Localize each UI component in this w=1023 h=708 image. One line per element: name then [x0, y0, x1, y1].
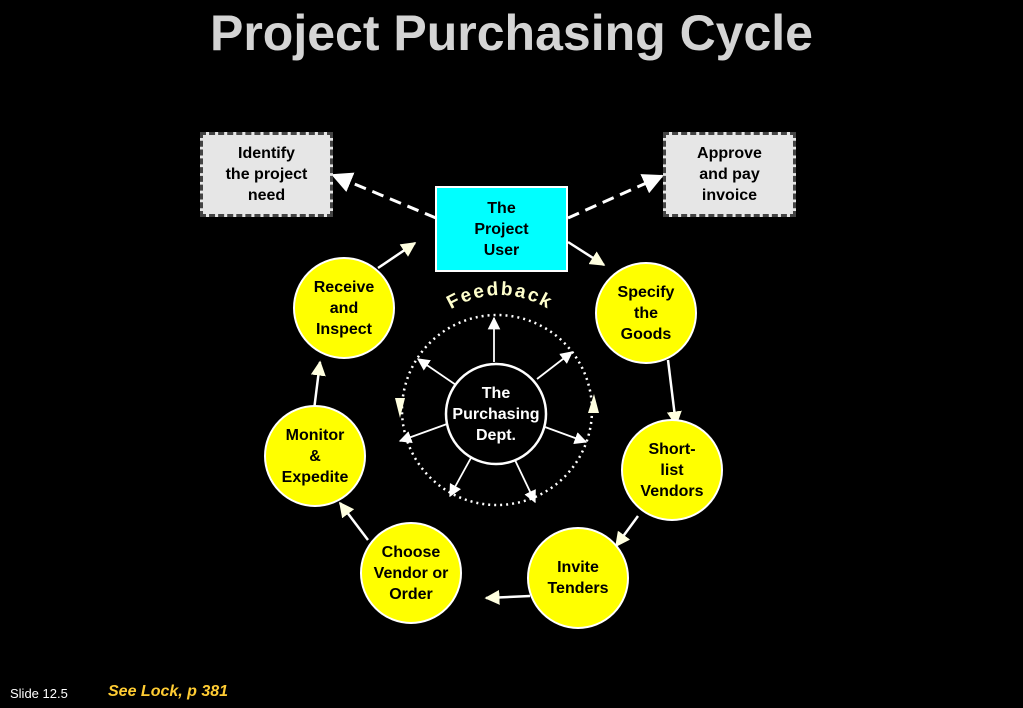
- monitor-label: Monitor & Expedite: [281, 426, 349, 486]
- arrow-choose-monitor: [339, 501, 369, 541]
- spoke-up-left: [416, 358, 457, 386]
- node-monitor: [264, 405, 366, 507]
- arrow-invite-choose: [484, 589, 531, 605]
- node-choose: [360, 522, 462, 624]
- slide-number: Slide 12.5: [10, 686, 68, 701]
- purchasing-node: [444, 362, 548, 466]
- feedback-label: Feedback: [443, 279, 556, 314]
- shortlist-label: Short- list Vendors: [640, 440, 704, 500]
- project-user-box: [435, 186, 568, 272]
- receive-label: Receive and Inspect: [313, 278, 375, 338]
- choose-label: Choose Vendor or Order: [373, 543, 449, 603]
- spoke-down-right: [513, 457, 536, 504]
- connector-user-approve: [567, 174, 664, 220]
- node-specify: [595, 262, 697, 364]
- ring-arrow-left: [395, 398, 405, 418]
- spoke-left: [398, 423, 448, 444]
- connector-user-identify: [331, 172, 437, 220]
- reference-note: See Lock, p 381: [108, 683, 229, 700]
- identify-need-label: Identify the project need: [225, 145, 308, 204]
- arrow-receive-user: [377, 241, 417, 270]
- purchasing-label: The Purchasing Dept.: [452, 384, 540, 444]
- spoke-right: [544, 426, 588, 445]
- spoke-up-right: [536, 351, 573, 380]
- node-receive: [293, 257, 395, 359]
- node-invite: [527, 527, 629, 629]
- specify-label: Specify the Goods: [617, 283, 675, 343]
- approve-invoice-box: [663, 132, 796, 217]
- ring-arrow-right: [588, 394, 599, 413]
- arrow-user-specify: [567, 240, 606, 267]
- approve-invoice-label: Approve and pay invoice: [697, 145, 762, 204]
- project-user-label: The Project User: [474, 199, 529, 259]
- node-shortlist: [621, 419, 723, 521]
- arrow-monitor-receive: [310, 360, 326, 411]
- spoke-down-left: [449, 455, 473, 498]
- invite-label: Invite Tenders: [547, 559, 609, 597]
- arrow-shortlist-invite: [614, 515, 640, 548]
- identify-need-box: [200, 132, 333, 217]
- arrow-specify-shortlist: [666, 359, 682, 427]
- slide-title: Project Purchasing Cycle: [209, 5, 813, 61]
